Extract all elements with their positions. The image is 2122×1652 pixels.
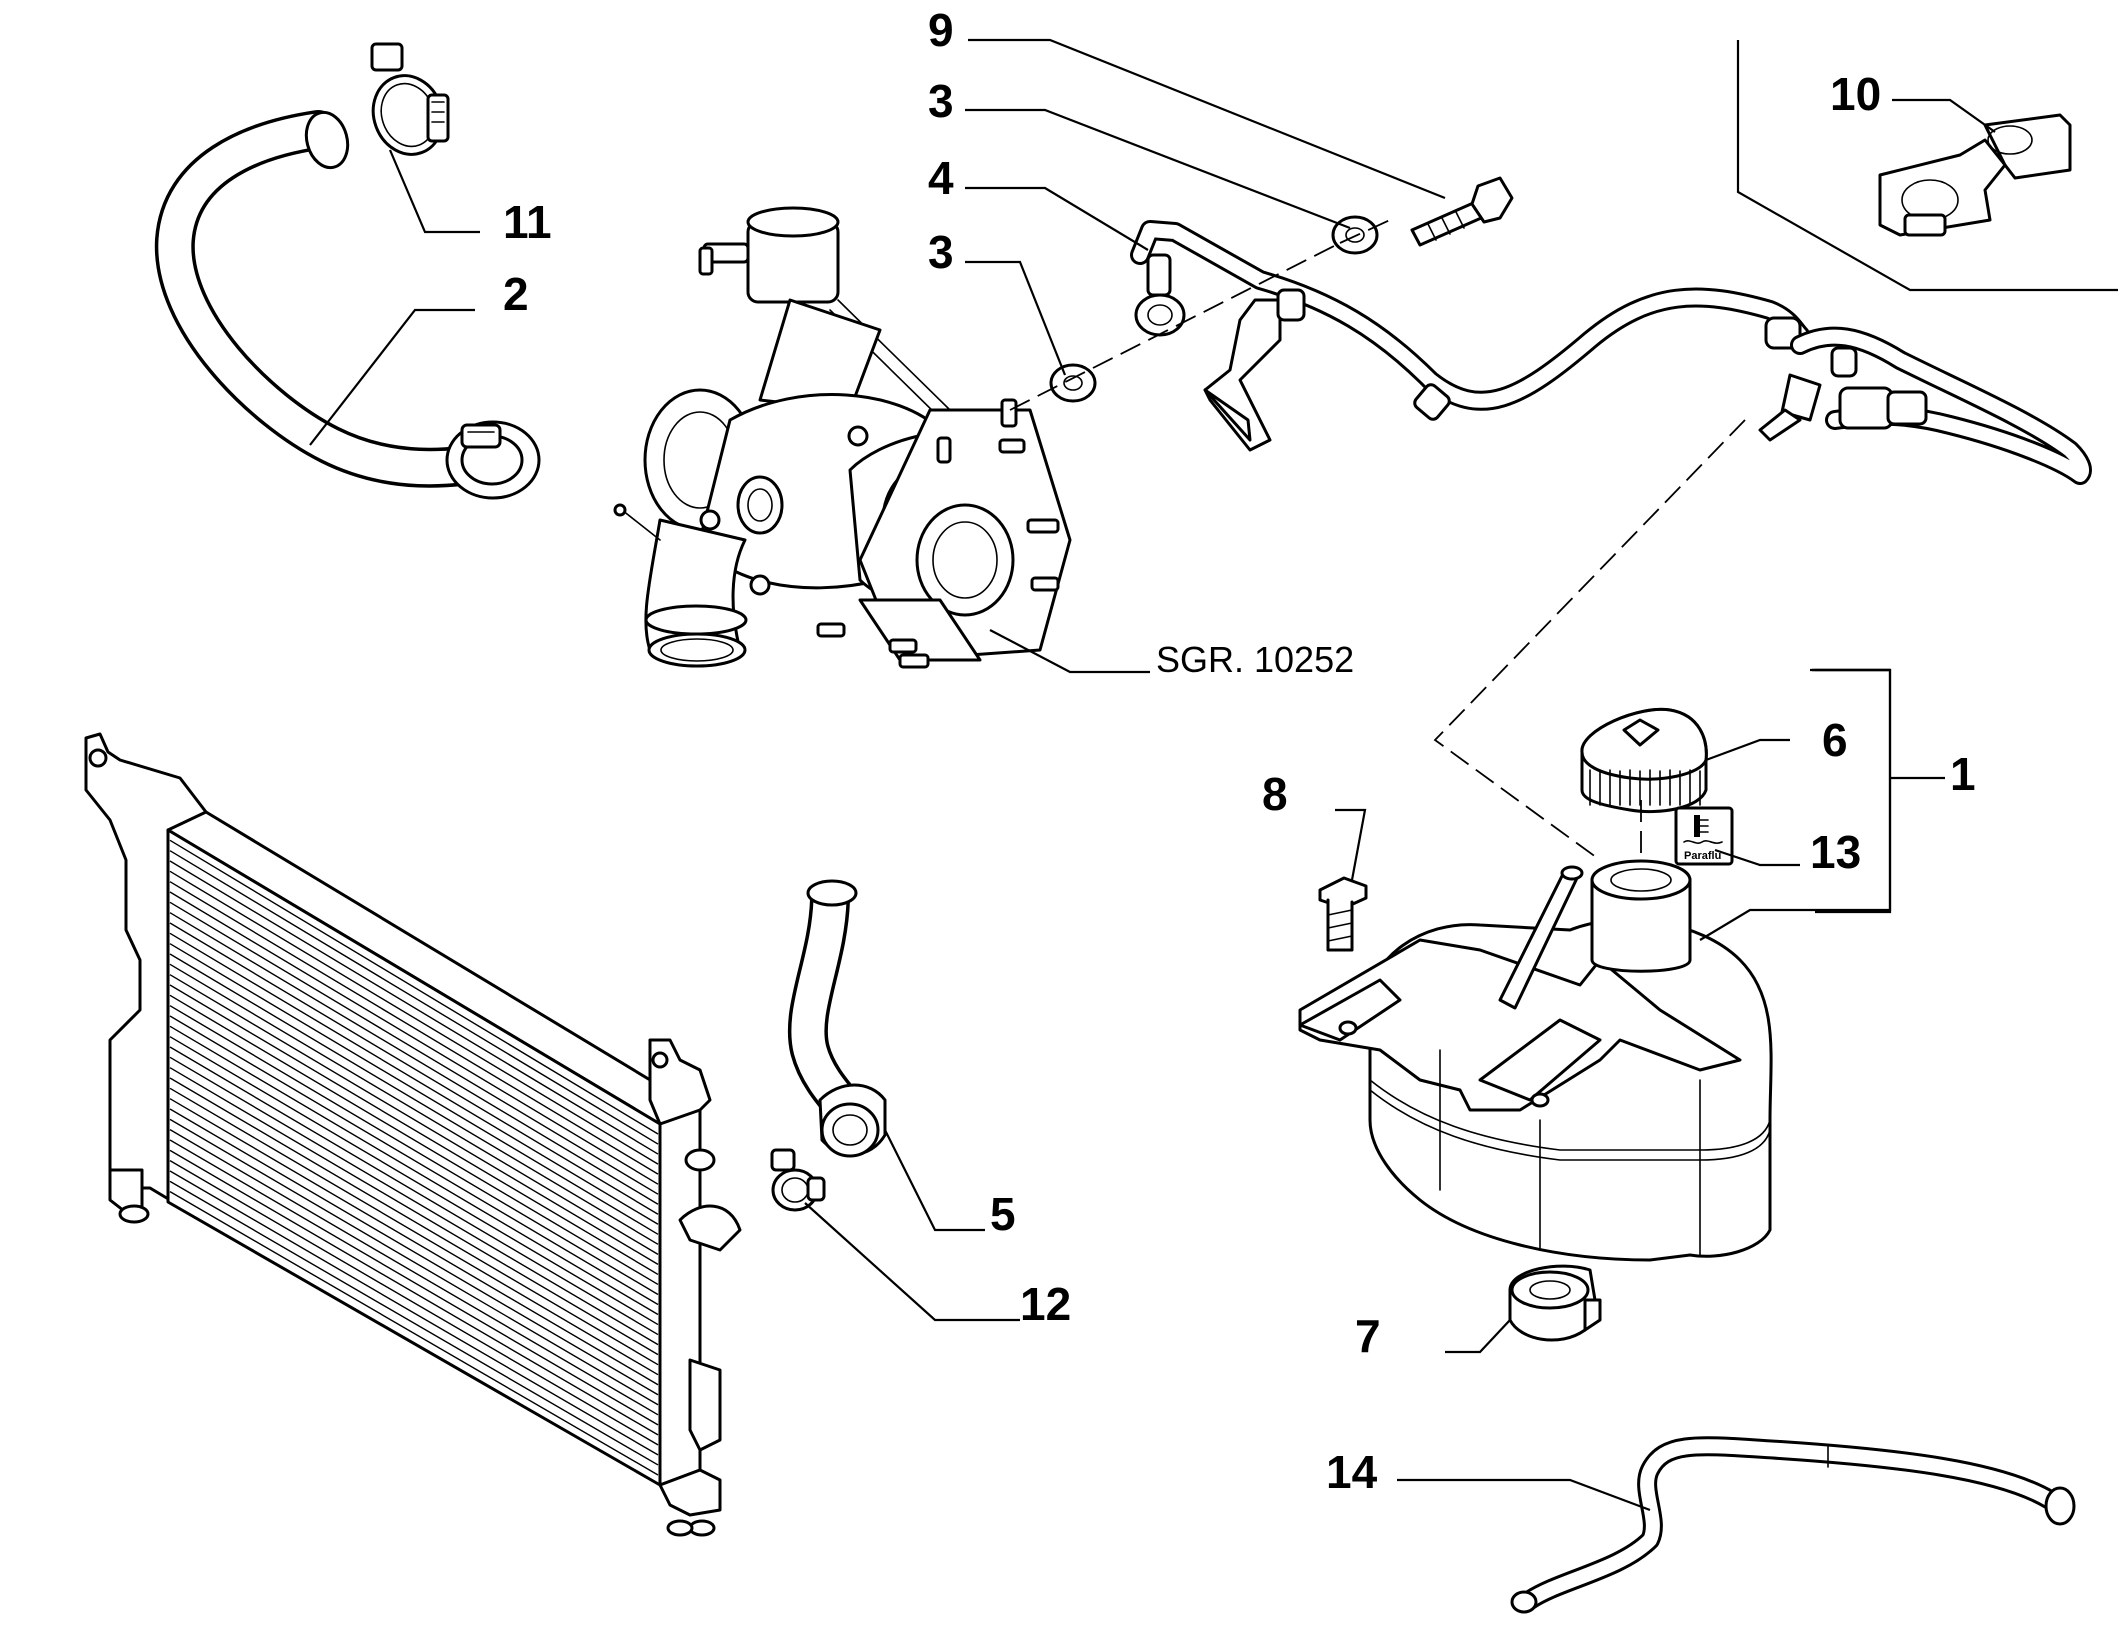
- part-1-expansion-tank: [1298, 859, 1773, 1262]
- radiator-fin: [169, 974, 659, 1265]
- part-8-bolt: [1318, 876, 1368, 952]
- callout-1: 1: [1950, 748, 1976, 800]
- callout-3-upper: 3: [928, 75, 954, 127]
- radiator-fin: [169, 963, 659, 1255]
- radiator-fin: [169, 1005, 659, 1296]
- radiator-fin: [169, 1036, 659, 1326]
- callout-5: 5: [990, 1188, 1016, 1240]
- radiator-fin: [169, 1015, 659, 1306]
- radiator-fin: [169, 1025, 659, 1316]
- reference-sgr-10252: SGR. 10252: [1156, 639, 1354, 680]
- part-2-upper-hose: [154, 110, 541, 500]
- radiator-fin: [169, 1077, 659, 1366]
- radiator-fin: [169, 881, 659, 1175]
- callout-8: 8: [1262, 768, 1288, 820]
- callout-6: 6: [1822, 714, 1848, 766]
- radiator-fin: [169, 839, 659, 1135]
- part-3-washer-upper: [1331, 215, 1379, 255]
- part-11-hose-clamp: [370, 42, 450, 156]
- part-3-washer-lower: [1049, 363, 1097, 403]
- part-14-overflow-hose: [1510, 1436, 2076, 1614]
- callout-12: 12: [1020, 1278, 1071, 1330]
- radiator-fin: [169, 1170, 659, 1456]
- part-10-clip: [1878, 113, 2072, 237]
- turbocharger-assembly: [613, 206, 1072, 669]
- part-9-banjo-bolt: [1410, 176, 1514, 247]
- radiator-fin: [169, 901, 659, 1195]
- radiator-fin: [169, 1108, 659, 1396]
- callout-3-lower: 3: [928, 226, 954, 278]
- leader-sgr: [989, 629, 1150, 674]
- part-5-lower-hose: [787, 879, 887, 1158]
- paraflu-label-text: Paraflu: [1684, 850, 1721, 862]
- axis-dash-bolt: [1339, 219, 1391, 244]
- radiator-fin: [169, 984, 659, 1276]
- radiator-fin: [169, 1098, 659, 1386]
- cap-grip-ridges: [1589, 769, 1701, 806]
- callout-9: 9: [928, 4, 954, 56]
- radiator-fin: [169, 953, 659, 1245]
- radiator-fin: [169, 912, 659, 1205]
- callout-2: 2: [503, 268, 529, 320]
- callout-14: 14: [1326, 1446, 1378, 1498]
- radiator-fin: [169, 860, 659, 1155]
- bracket-part-1: [1812, 668, 1892, 914]
- part-4-turbo-coolant-pipe: [1130, 220, 1810, 452]
- radiator-fin: [169, 932, 659, 1225]
- callout-numbers: 9 3 4 3 10 11 2 8 6 1 13 5 12 7 14: [503, 4, 1976, 1498]
- radiator-fin: [169, 1118, 659, 1406]
- radiator-fin: [169, 994, 659, 1286]
- radiator-fin: [169, 1067, 659, 1356]
- radiator-fin: [169, 1129, 659, 1416]
- radiator-fin: [169, 1087, 659, 1376]
- radiator-fin: [169, 1191, 659, 1476]
- part-13-paraflu-label: Paraflu: [1674, 806, 1734, 866]
- callout-10: 10: [1830, 68, 1881, 120]
- radiator-fin: [169, 891, 659, 1185]
- frame-line-10: [1736, 40, 2118, 292]
- part-12-clamp: [770, 1148, 826, 1212]
- callout-4: 4: [928, 152, 954, 204]
- radiator-fins: [169, 839, 659, 1476]
- callout-13: 13: [1810, 826, 1861, 878]
- radiator-fin: [169, 870, 659, 1165]
- axis-dash-tank: [1433, 419, 1746, 861]
- part-4-branch-hoses: [1758, 326, 2092, 485]
- part-6-cap: [1580, 707, 1708, 814]
- radiator-fin: [169, 1056, 659, 1346]
- radiator-fin: [169, 943, 659, 1235]
- radiator-fin: [169, 1149, 659, 1436]
- callout-7: 7: [1355, 1310, 1381, 1362]
- radiator-fin: [169, 1160, 659, 1446]
- radiator-fin: [169, 1046, 659, 1336]
- radiator-fin: [169, 922, 659, 1215]
- radiator-fin: [169, 1139, 659, 1426]
- radiator-fin: [169, 850, 659, 1145]
- callout-11: 11: [503, 196, 552, 248]
- part-7-rubber-mount: [1508, 1264, 1602, 1342]
- radiator: [84, 732, 742, 1537]
- radiator-fin: [169, 1180, 659, 1466]
